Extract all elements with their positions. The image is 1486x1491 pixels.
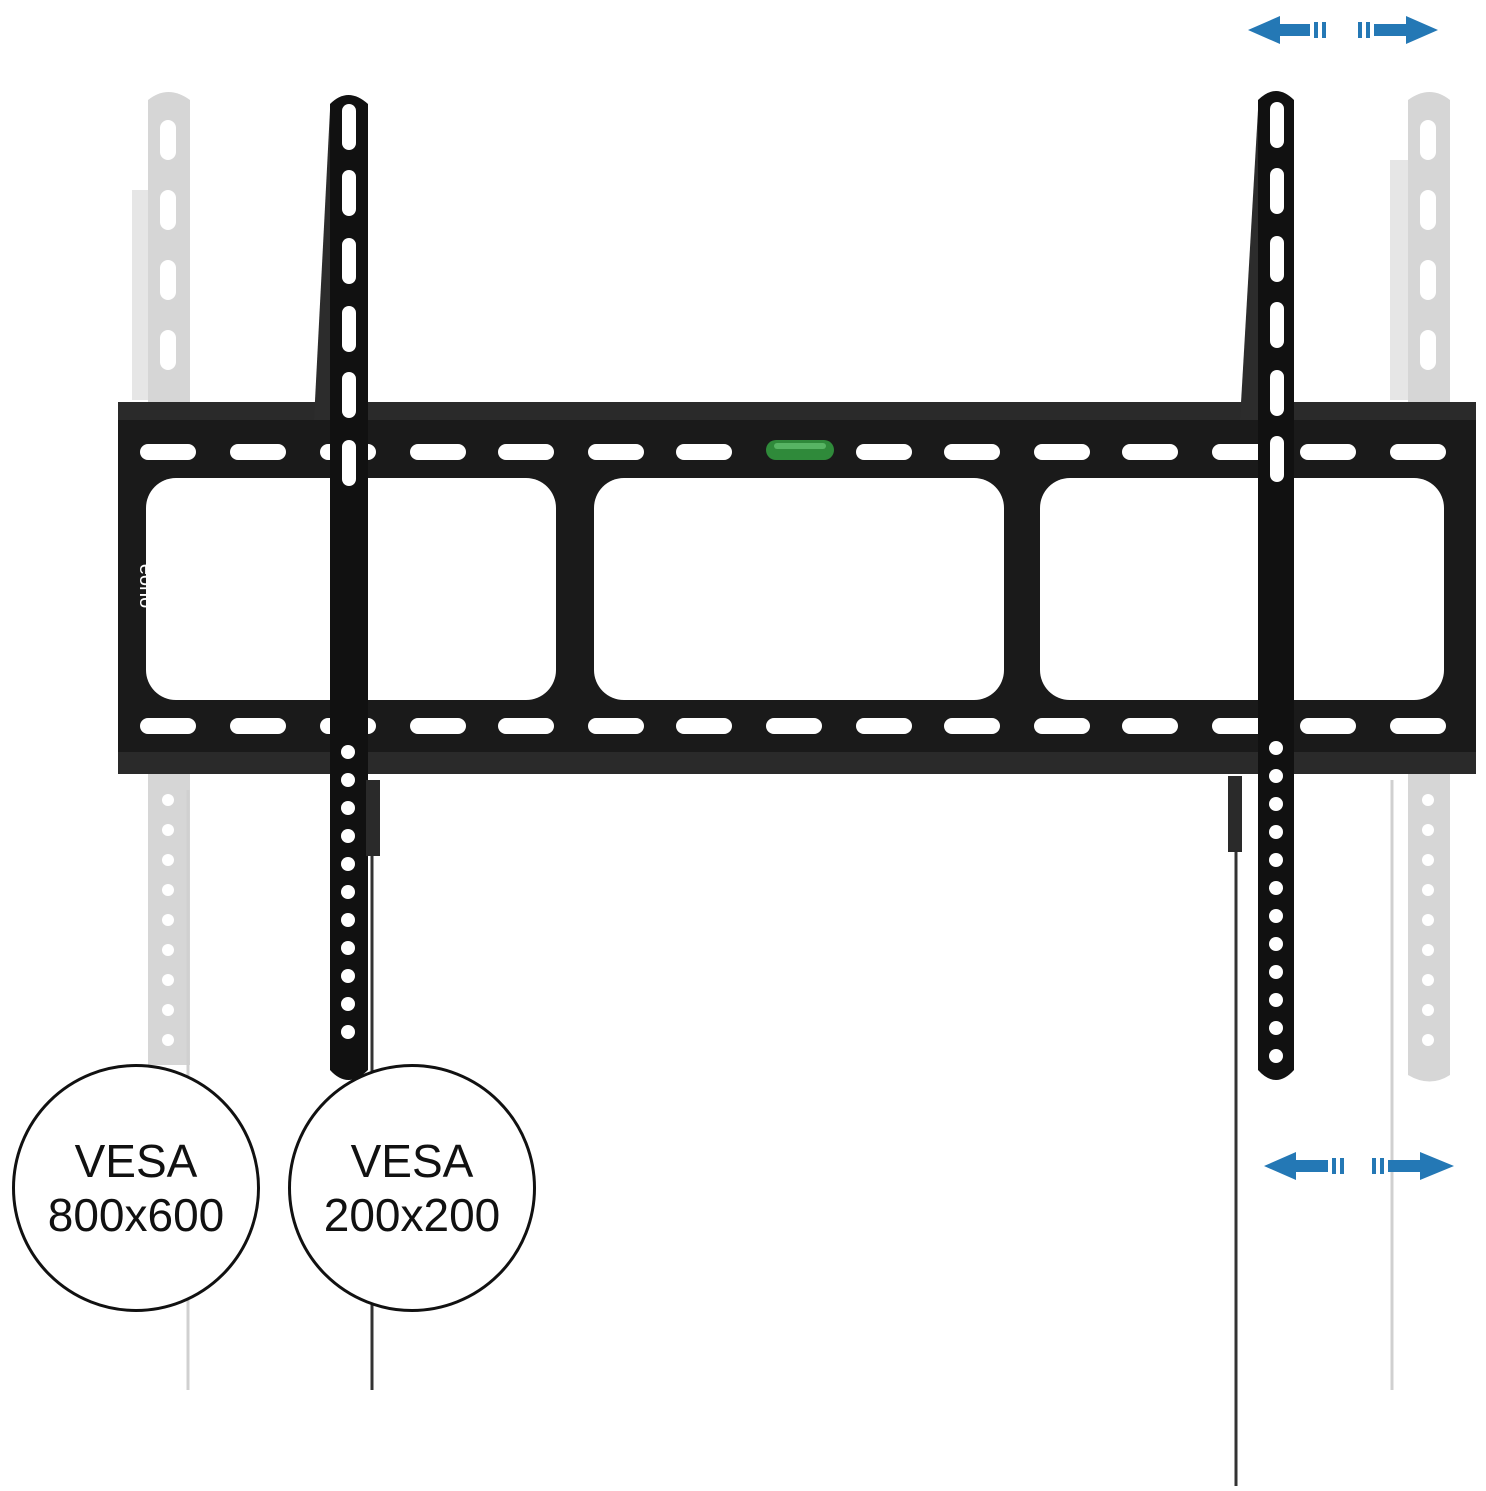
- brand-logo: eono: [135, 564, 157, 609]
- ghost-slots: [160, 120, 1436, 1046]
- badge-label: VESA: [74, 1135, 198, 1187]
- bubble-level-icon: [766, 440, 834, 460]
- left-right-arrows-icon: [1248, 16, 1438, 44]
- badge-label: VESA: [350, 1135, 474, 1187]
- bracket-arm-right: [1228, 91, 1294, 1486]
- vesa-badge-200x200: VESA 200x200: [288, 1064, 536, 1312]
- plate-slots-bottom: [140, 718, 1446, 734]
- badge-value: 200x200: [323, 1189, 501, 1241]
- bracket-arm-left: [314, 95, 380, 1390]
- vesa-badge-800x600: VESA 800x600: [12, 1064, 260, 1312]
- badge-value: 800x600: [47, 1189, 225, 1241]
- left-right-arrows-icon: [1264, 1152, 1454, 1180]
